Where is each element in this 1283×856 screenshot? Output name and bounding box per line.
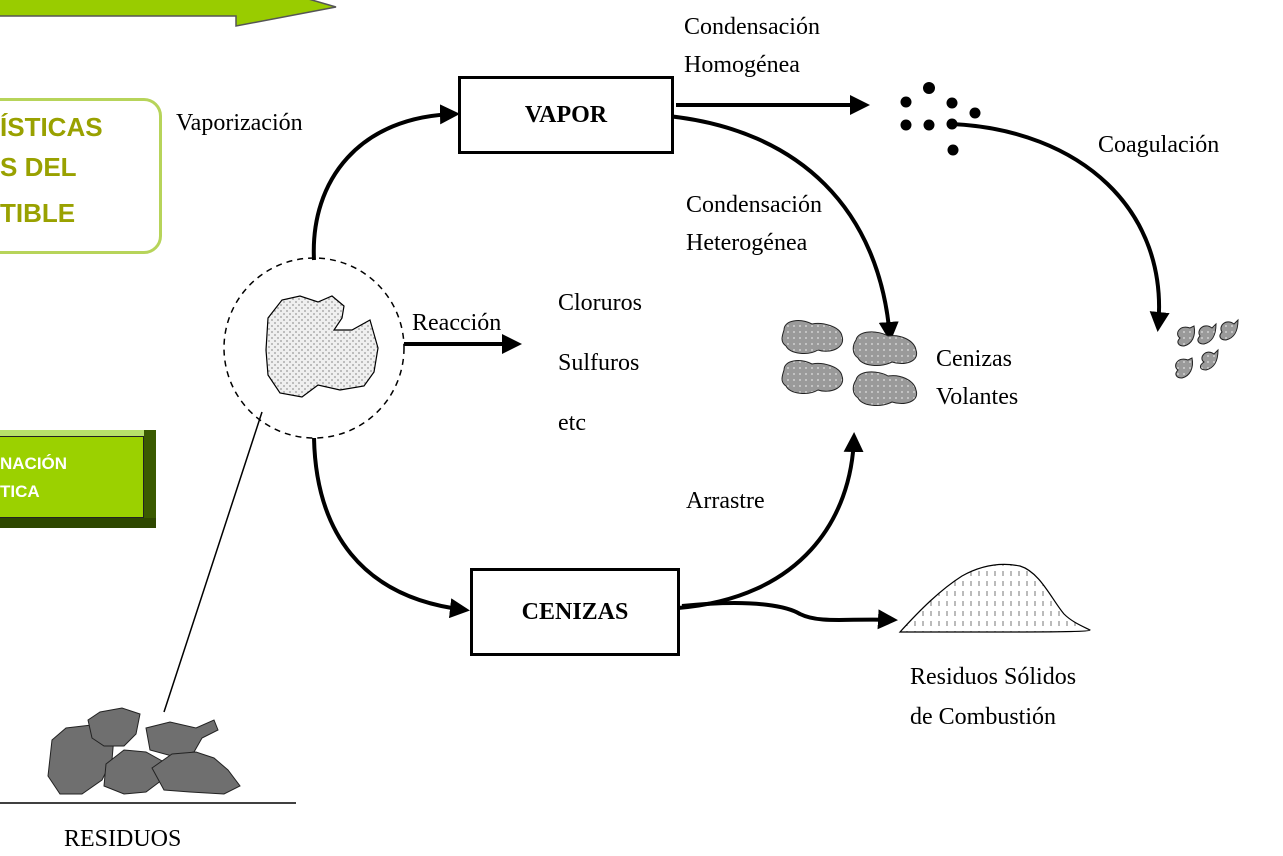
particle-shape — [265, 295, 379, 398]
label-condensacion-homogenea-1: Condensación — [684, 14, 820, 40]
cenizas-node: CENIZAS — [470, 568, 680, 656]
panel-line-3: TIBLE — [0, 198, 76, 228]
magnifier-line — [163, 411, 263, 713]
arrow-condensacion-heterogenea — [667, 114, 899, 342]
label-etc: etc — [558, 410, 586, 436]
fly-ash-particles-icon — [781, 320, 918, 406]
solid-residue-pile — [898, 563, 1091, 633]
condensation-dots — [900, 82, 981, 156]
label-reaccion: Reacción — [412, 310, 502, 336]
label-residuos-solidos-1: Residuos Sólidos — [910, 664, 1077, 690]
label-residuos: RESIDUOS — [64, 826, 182, 852]
label-coagulacion: Coagulación — [1098, 132, 1220, 158]
green-arrow-icon — [0, 0, 337, 27]
label-vaporizacion: Vaporización — [176, 110, 303, 136]
label-cloruros: Cloruros — [558, 290, 642, 316]
arrow-coagulacion — [951, 122, 1170, 332]
bevel-line-2: TICA — [0, 482, 40, 501]
label-condensacion-homogenea-2: Homogénea — [684, 52, 800, 78]
residuos-rocks-icon — [47, 707, 241, 795]
bevel-line-1: NACIÓN — [0, 454, 68, 473]
arrow-to-cenizas — [312, 437, 470, 619]
label-cenizas-volantes-1: Cenizas — [936, 346, 1012, 372]
bevel-button[interactable] — [0, 430, 156, 528]
label-cenizas-volantes-2: Volantes — [936, 384, 1019, 410]
arrow-arrastre — [677, 432, 864, 610]
label-arrastre: Arrastre — [686, 488, 765, 514]
label-condensacion-heterogenea-1: Condensación — [686, 192, 822, 218]
arrow-vaporizacion — [311, 104, 460, 261]
vapor-node: VAPOR — [458, 76, 674, 154]
panel-line-1: ÍSTICAS — [0, 112, 103, 142]
arrow-to-residuos-solidos — [681, 601, 898, 630]
characteristics-panel — [0, 98, 162, 254]
label-sulfuros: Sulfuros — [558, 350, 640, 376]
panel-line-2: S DEL — [0, 152, 77, 182]
label-residuos-solidos-2: de Combustión — [910, 704, 1057, 730]
label-condensacion-heterogenea-2: Heterogénea — [686, 230, 808, 256]
coagulated-droplets-icon — [1175, 318, 1239, 379]
